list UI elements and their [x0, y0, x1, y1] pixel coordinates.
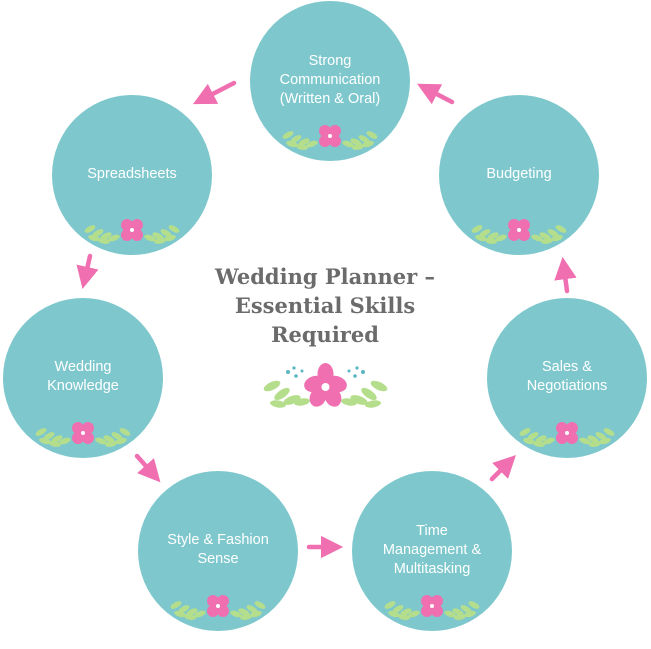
leaf-icon [341, 380, 388, 408]
leaf-icon [35, 428, 71, 447]
arrow-icon [417, 83, 455, 105]
arrow-icon [193, 80, 237, 105]
arrow-icon [554, 256, 577, 294]
leaf-icon [84, 225, 120, 244]
leaf-icon [579, 428, 615, 447]
flower-icon [508, 219, 530, 241]
flower-icon [421, 595, 443, 617]
flower-icon [121, 219, 143, 241]
floral-decoration [471, 219, 567, 244]
skill-node-sales-negotiations: Sales & Negotiations [487, 298, 647, 458]
leaf-icon [144, 225, 180, 244]
arrow-icon [76, 253, 99, 289]
flower-icon [304, 363, 347, 407]
skill-label: Time Management & Multitasking [382, 522, 482, 577]
skill-label: Budgeting [486, 165, 552, 182]
skill-node-style-fashion: Style & Fashion Sense [138, 471, 298, 631]
skill-node-wedding-knowledge: Wedding Knowledge [3, 298, 163, 458]
arrow-icon [134, 453, 161, 483]
arrow-icon [489, 455, 516, 482]
flower-icon [207, 595, 229, 617]
floral-decoration [170, 595, 266, 620]
dot-icon [286, 366, 365, 378]
center-floral-decoration [263, 363, 388, 408]
leaf-icon [282, 131, 318, 150]
leaf-icon [519, 428, 555, 447]
floral-decoration [35, 422, 131, 447]
leaf-icon [342, 131, 378, 150]
flower-icon [556, 422, 578, 444]
leaf-icon [170, 601, 206, 620]
leaf-icon [384, 601, 420, 620]
leaf-icon [444, 601, 480, 620]
skill-label: Style & Fashion Sense [167, 532, 269, 567]
leaf-icon [471, 225, 507, 244]
flower-icon [319, 125, 341, 147]
skill-node-budgeting: Budgeting [439, 95, 599, 255]
diagram-title: Wedding Planner – Essential Skills Requi… [215, 264, 435, 347]
leaf-icon [230, 601, 266, 620]
skill-node-spreadsheets: Spreadsheets [52, 95, 212, 255]
floral-decoration [282, 125, 378, 150]
leaf-icon [95, 428, 131, 447]
skill-label: Wedding Knowledge [47, 359, 119, 394]
skill-label: Spreadsheets [87, 165, 177, 182]
skill-label: Sales & Negotiations [526, 359, 608, 394]
leaf-icon [531, 225, 567, 244]
skill-label: Strong Communication (Written & Oral) [279, 52, 381, 107]
floral-decoration [384, 595, 480, 620]
floral-decoration [84, 219, 180, 244]
skill-node-communication: Strong Communication (Written & Oral) [250, 1, 410, 161]
flower-icon [72, 422, 94, 444]
skill-node-time-management: Time Management & Multitasking [352, 471, 512, 631]
floral-decoration [519, 422, 615, 447]
leaf-icon [263, 380, 310, 408]
